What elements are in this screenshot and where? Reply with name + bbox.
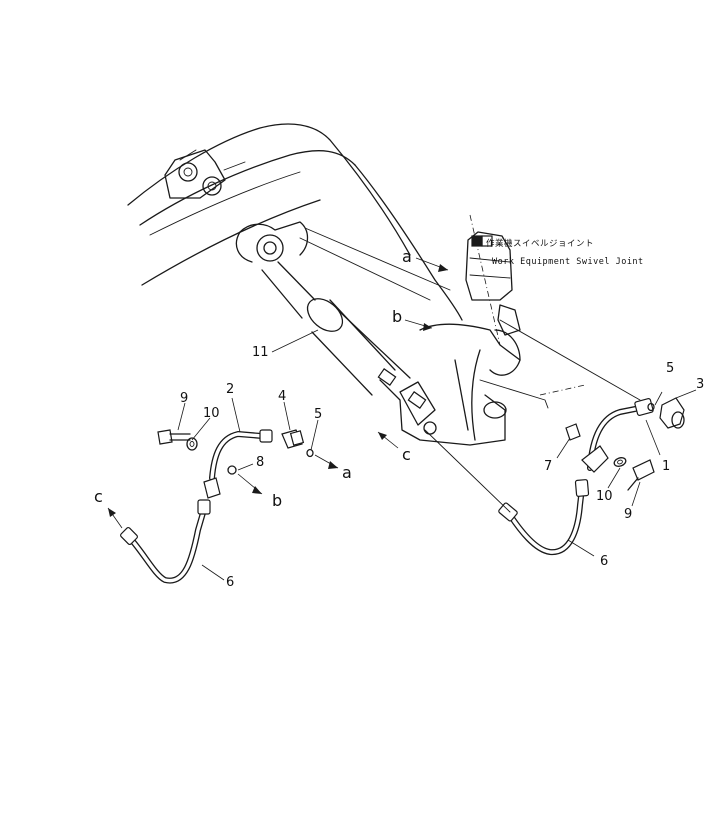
callout-4: 4 (278, 389, 286, 404)
reference-letters-bottom: a b c (94, 463, 352, 510)
callout-1: 1 (662, 459, 670, 474)
letter-b-bottom: b (272, 491, 282, 510)
boom-cylinder (235, 221, 451, 396)
callout-8: 8 (256, 455, 264, 470)
callout-3: 3 (696, 377, 704, 392)
callout-numbers: 1 2 3 4 5 5 6 6 7 8 9 9 10 10 11 (180, 345, 704, 590)
callout-6-right: 6 (600, 554, 608, 569)
letter-c-top: c (402, 445, 411, 464)
swivel-joint-japanese: 作業機スイベルジョイント (486, 238, 594, 249)
letter-a-bottom: a (342, 463, 352, 482)
callout-7: 7 (544, 459, 552, 474)
swing-bracket (377, 214, 641, 446)
callout-10-left: 10 (203, 406, 220, 421)
callout-10-right: 10 (596, 489, 613, 504)
callout-11: 11 (252, 345, 269, 360)
callout-5-left: 5 (314, 407, 322, 422)
reference-letters-top: a b c (377, 247, 449, 464)
letter-a-top: a (402, 247, 412, 266)
callout-5-right: 5 (666, 361, 674, 376)
callout-9-right: 9 (624, 507, 632, 522)
right-hose-assembly (424, 389, 697, 557)
letter-c-bottom: c (94, 487, 103, 506)
left-hose-assembly (107, 397, 339, 584)
boom (127, 123, 463, 321)
swivel-joint-label: 作業機スイベルジョイント Work Equipment Swivel Joint (471, 235, 644, 267)
callout-9-left: 9 (180, 391, 188, 406)
letter-b-top: b (392, 307, 402, 326)
callout-6-left: 6 (226, 575, 234, 590)
callout-2: 2 (226, 382, 234, 397)
swivel-joint-english: Work Equipment Swivel Joint (492, 257, 644, 267)
